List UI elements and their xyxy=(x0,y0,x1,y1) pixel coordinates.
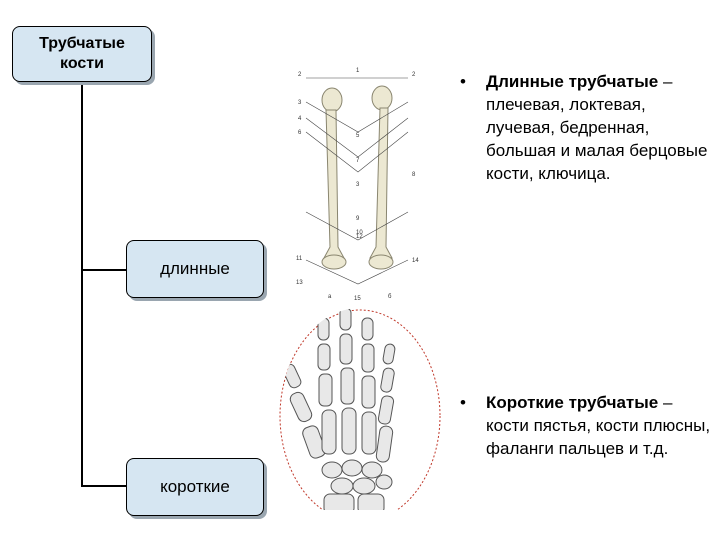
figure-label: б xyxy=(388,294,392,300)
bullet: • xyxy=(460,72,466,91)
figure-label: а xyxy=(328,294,332,300)
branch-label-long: длинные xyxy=(160,259,230,278)
connector-short xyxy=(81,485,126,487)
tree-trunk xyxy=(81,82,83,486)
root-box-tubular-bones: Трубчатые кости xyxy=(12,26,152,82)
figure-label: 2 xyxy=(412,72,416,78)
short-bones-text: кости пястья, кости плюсны, фаланги паль… xyxy=(486,416,711,458)
figure-label: 8 xyxy=(412,172,416,178)
short-bones-description: • Короткие трубчатые – кости пястья, кос… xyxy=(460,391,716,460)
connector-long xyxy=(81,269,126,271)
figure-label: 7 xyxy=(356,158,360,164)
bullet: • xyxy=(460,393,466,412)
figure-label: 15 xyxy=(354,296,361,302)
figure-label: 2 xyxy=(298,72,302,78)
root-label: Трубчатые кости xyxy=(39,35,125,72)
figure-label: 6 xyxy=(298,130,302,136)
branch-box-long: длинные xyxy=(126,240,264,298)
long-bones-description: • Длинные трубчатые – плечевая, локтевая… xyxy=(460,70,716,185)
figure-label: 13 xyxy=(296,280,303,286)
long-bones-text: плечевая, локтевая, лучевая, бедренная, … xyxy=(486,95,708,183)
long-bones-illustration: 1 2 2 3 4 5 6 7 8 3 9 10 12 11 14 13 а 1… xyxy=(296,68,419,302)
figure-label: 11 xyxy=(296,256,303,262)
figure-label: 1 xyxy=(356,68,360,74)
figure-label: 12 xyxy=(356,234,363,240)
figure-label: 14 xyxy=(412,258,419,264)
figure-label: 10 xyxy=(356,230,363,236)
branch-box-short: короткие xyxy=(126,458,264,516)
short-bones-heading: Короткие трубчатые xyxy=(486,393,659,412)
figure-label: 5 xyxy=(356,133,360,139)
long-bones-heading: Длинные трубчатые xyxy=(486,72,659,91)
figure-label: 3 xyxy=(356,182,360,188)
figure-label: 4 xyxy=(298,116,302,122)
figure-label: 9 xyxy=(356,216,360,222)
hand-bones-illustration xyxy=(279,308,441,510)
figure-label: 3 xyxy=(298,100,302,106)
long-bones-dash: – xyxy=(658,72,673,91)
branch-label-short: короткие xyxy=(160,477,230,496)
short-bones-dash: – xyxy=(658,393,673,412)
